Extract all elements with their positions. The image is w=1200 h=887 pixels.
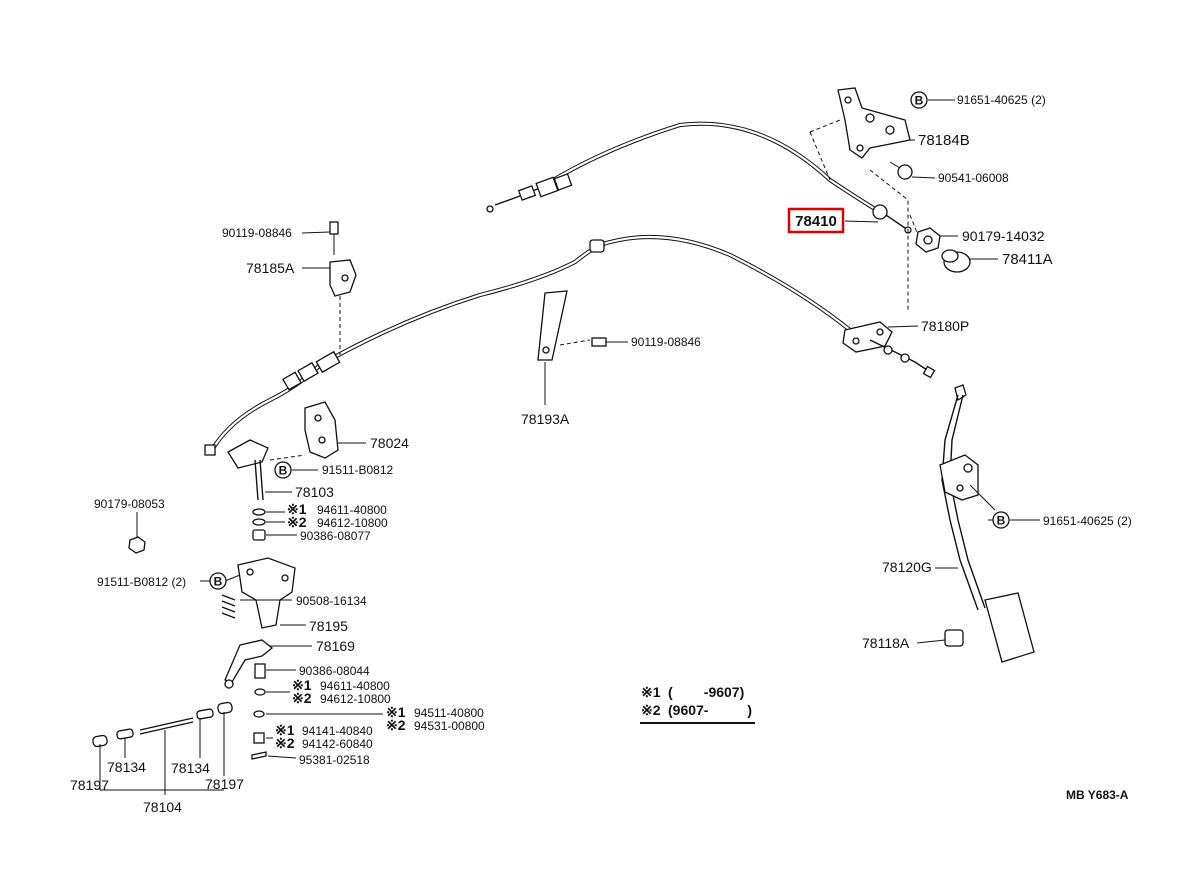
lever-78169 — [224, 639, 274, 689]
legend-mark-1: ※1 — [641, 684, 661, 700]
mark-2-d: ※2 — [275, 735, 295, 751]
mark-2-c: ※2 — [386, 717, 406, 733]
leader-lines — [136, 99, 1040, 759]
washer-d — [253, 710, 265, 718]
part-label-90386-08044[interactable]: 90386-08044 — [299, 664, 370, 678]
part-label-94611-40800-a[interactable]: 94611-40800 — [317, 503, 387, 517]
part-label-95381-02518[interactable]: 95381-02518 — [299, 753, 370, 767]
part-label-94142-60840[interactable]: 94142-60840 — [302, 737, 373, 751]
part-label-91651-40625-bot[interactable]: 91651-40625 (2) — [1043, 514, 1132, 528]
part-label-78184b[interactable]: 78184B — [918, 132, 970, 149]
part-label-90119-08846-mid[interactable]: 90119-08846 — [631, 335, 701, 349]
stopper-78118a — [944, 629, 964, 647]
washer-c — [254, 688, 266, 696]
part-label-78197-b[interactable]: 78197 — [205, 776, 244, 792]
legend-range-2: (9607- ) — [668, 702, 752, 718]
part-label-78134-b[interactable]: 78134 — [171, 760, 210, 776]
part-78410-highlight[interactable]: 78410 — [787, 207, 845, 234]
bracket-78195 — [221, 557, 296, 629]
mark-1-d: ※1 — [275, 722, 295, 738]
b-mark-pedal: B — [992, 511, 1010, 529]
part-label-78120g[interactable]: 78120G — [882, 559, 932, 575]
part-label-90508-16134[interactable]: 90508-16134 — [296, 594, 367, 608]
mark-1-c: ※1 — [386, 704, 406, 720]
washer-a — [252, 508, 266, 516]
screw-90541 — [889, 161, 913, 180]
mark-1-a: ※1 — [287, 501, 307, 517]
part-label-90119-08846-top[interactable]: 90119-08846 — [222, 226, 292, 240]
part-label-94531-00800[interactable]: 94531-00800 — [414, 719, 485, 733]
part-label-78024[interactable]: 78024 — [370, 435, 409, 451]
bracket-78184b — [837, 87, 911, 159]
part-label-94611-40800-b[interactable]: 94611-40800 — [320, 679, 390, 693]
b-mark-78024: B — [274, 461, 292, 479]
bracket-78185a — [329, 221, 357, 297]
part-label-78411a[interactable]: 78411A — [1002, 251, 1053, 268]
mark-2-b: ※2 — [292, 690, 312, 706]
nut-90179-08053 — [128, 536, 146, 554]
mark-1-b: ※1 — [292, 677, 312, 693]
part-label-91511-b0812[interactable]: 91511-B0812 — [322, 463, 394, 477]
part-label-78197-a[interactable]: 78197 — [70, 777, 109, 793]
part-label-78195[interactable]: 78195 — [309, 618, 348, 634]
part-label-78104[interactable]: 78104 — [143, 799, 182, 815]
legend-mark-2: ※2 — [641, 702, 661, 718]
part-label-90386-08077[interactable]: 90386-08077 — [300, 529, 371, 543]
part-label-78193a[interactable]: 78193A — [521, 411, 570, 427]
svg-text:B: B — [279, 464, 288, 478]
part-labels: 91651-40625 (2) 78184B 90541-06008 90179… — [70, 93, 1132, 815]
part-label-78185a[interactable]: 78185A — [246, 260, 295, 276]
part-label-78118a[interactable]: 78118A — [862, 635, 910, 651]
part-label-91651-40625-top[interactable]: 91651-40625 (2) — [957, 93, 1046, 107]
lever-78103 — [227, 439, 306, 501]
part-label-90179-14032[interactable]: 90179-14032 — [962, 228, 1045, 244]
washer-b — [252, 518, 266, 526]
part-label-90179-08053[interactable]: 90179-08053 — [94, 497, 165, 511]
lower-cable — [204, 234, 853, 456]
part-label-94612-10800-b[interactable]: 94612-10800 — [320, 692, 391, 706]
part-label-94612-10800-a[interactable]: 94612-10800 — [317, 516, 388, 530]
part-label-78410[interactable]: 78410 — [795, 213, 837, 230]
part-label-78169[interactable]: 78169 — [316, 638, 355, 654]
grommet-78411a — [941, 249, 971, 273]
svg-text:B: B — [997, 514, 1006, 528]
bracket-78024 — [304, 401, 339, 459]
svg-text:B: B — [214, 575, 223, 589]
part-label-78103[interactable]: 78103 — [295, 484, 334, 500]
b-mark-top: B — [910, 91, 928, 109]
legend: ※1 ( -9607) ※2 (9607- ) — [640, 684, 755, 724]
pedal-78120g — [939, 384, 1035, 663]
bracket-78193a — [537, 290, 607, 361]
bushing-90386-08077 — [252, 529, 266, 541]
b-mark-78195: B — [209, 572, 227, 590]
part-label-94511-40800[interactable]: 94511-40800 — [414, 706, 484, 720]
part-label-78180p[interactable]: 78180P — [921, 318, 969, 334]
nut-94141 — [253, 732, 265, 744]
nut-90179-14032 — [915, 227, 941, 253]
upper-cable — [486, 121, 912, 234]
part-label-94141-40840[interactable]: 94141-40840 — [302, 724, 373, 738]
pin-95381 — [251, 751, 267, 760]
legend-range-1: ( -9607) — [668, 684, 744, 700]
rod-leader-lines — [99, 712, 225, 795]
bracket-78180p — [842, 321, 936, 379]
mark-2-a: ※2 — [287, 514, 307, 530]
svg-text:B: B — [915, 94, 924, 108]
part-label-90541-06008[interactable]: 90541-06008 — [938, 171, 1009, 185]
rod-78104 — [92, 701, 233, 748]
part-label-91511-b0812-2[interactable]: 91511-B0812 (2) — [97, 575, 186, 589]
diagram-code: MB Y683-A — [1066, 788, 1129, 802]
part-label-78134-a[interactable]: 78134 — [107, 759, 146, 775]
